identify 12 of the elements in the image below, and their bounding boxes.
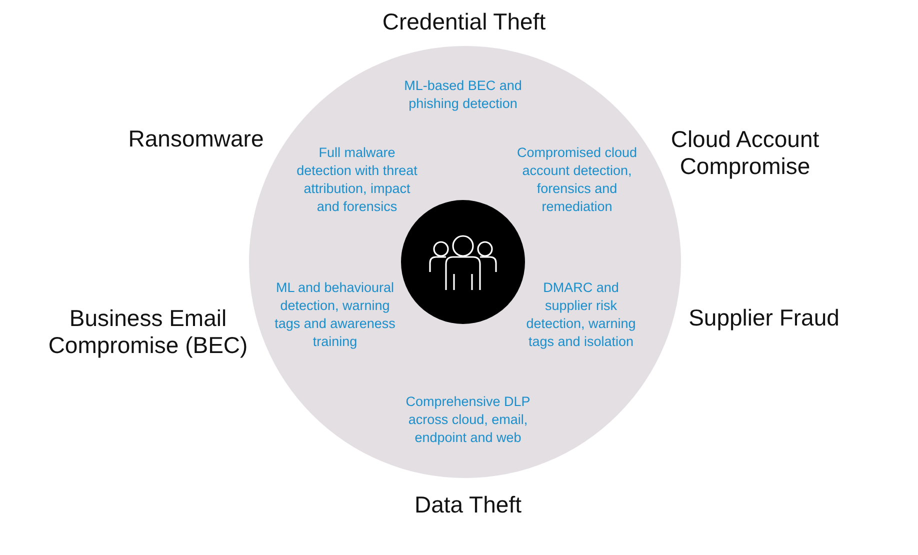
threat-label: Data Theft — [414, 492, 522, 518]
capability-text: DMARC and supplier risk detection, warning tags and isolation — [525, 279, 637, 351]
threat-label: Supplier Fraud — [688, 304, 840, 332]
capability-text: ML and behavioural detection, warning tags and awareness training — [274, 279, 396, 351]
threat-label: Ransomware — [127, 126, 265, 152]
threat-label: Cloud Account Compromise — [670, 126, 820, 180]
capability-text: Full malware detection with threat attribution, impact and forensics — [296, 144, 418, 216]
threat-label: Business Email Compromise (BEC) — [47, 305, 249, 359]
capability-text: Compromised cloud account detection, forensics and remediation — [516, 144, 638, 216]
capability-text: Comprehensive DLP across cloud, email, endpoint and web — [404, 393, 532, 447]
threat-label: Credential Theft — [381, 8, 547, 36]
capability-text: ML-based BEC and phishing detection — [403, 77, 523, 113]
